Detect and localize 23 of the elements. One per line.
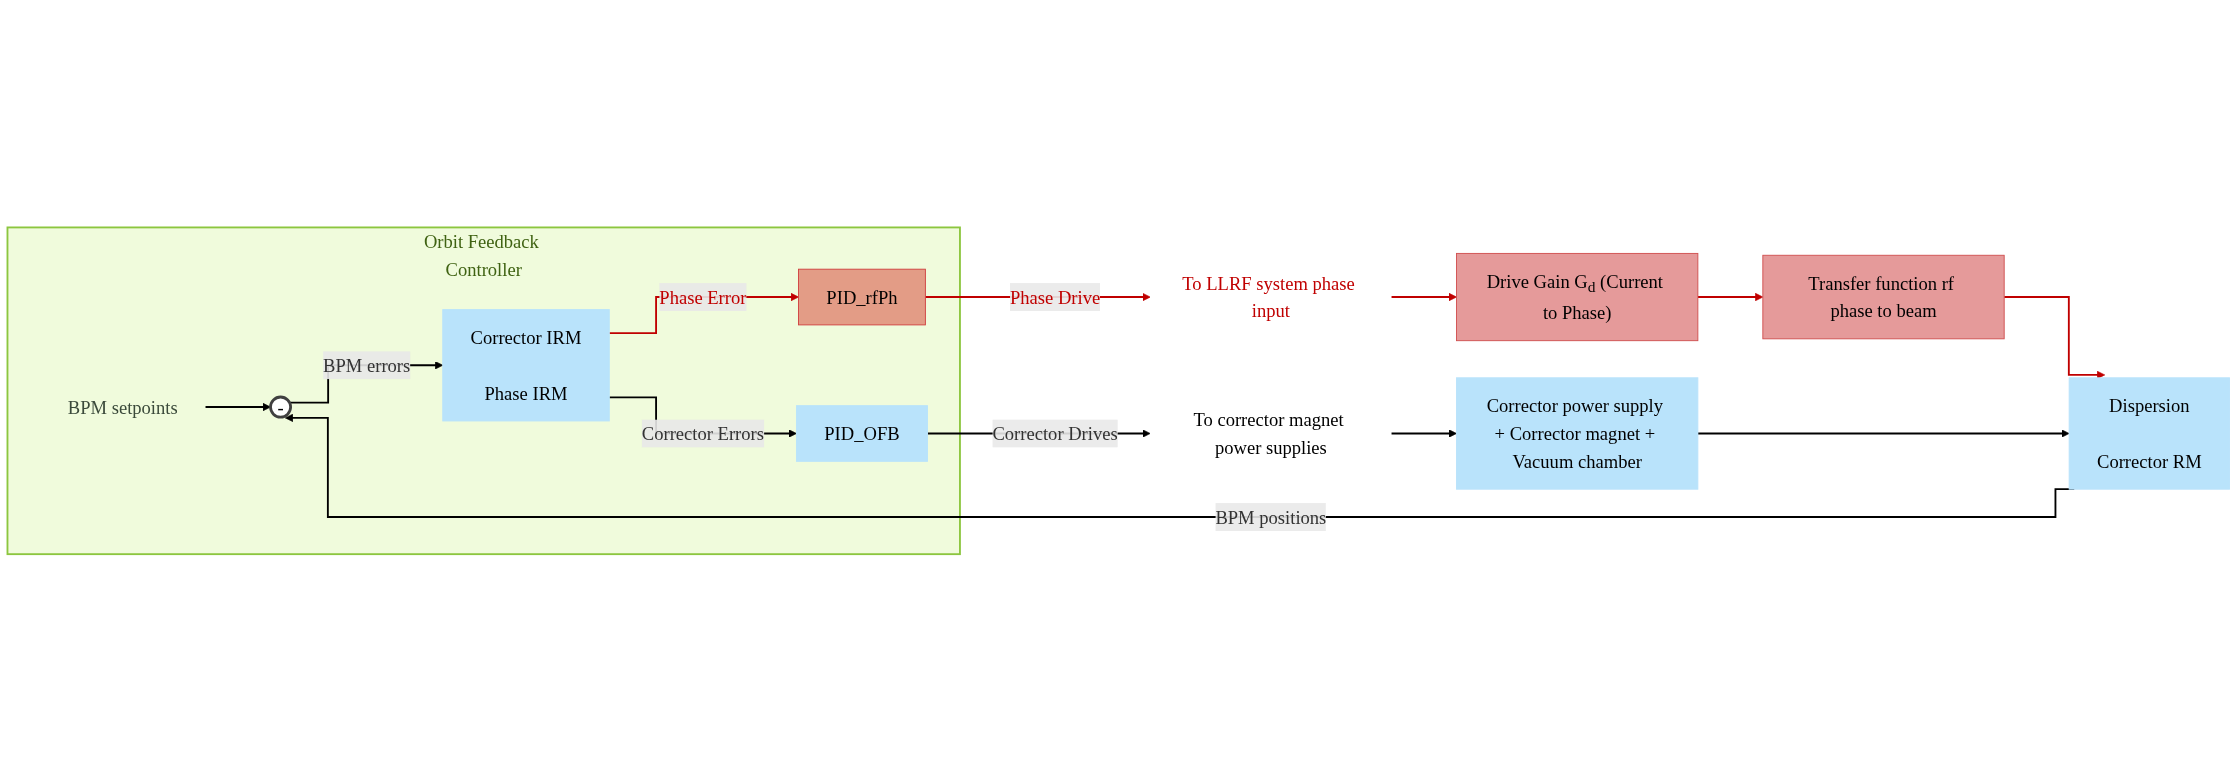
node-text: To LLRF system phase input — [1182, 273, 1355, 322]
node-box: PID_OFB — [796, 405, 928, 462]
edge-label: Phase Error — [659, 287, 747, 308]
arrow — [1390, 293, 1457, 302]
node-box: Drive Gain G$_{d}$ (Current to Phase) — [1456, 253, 1699, 342]
edge-label: BPM errors — [323, 355, 411, 376]
node-box: Dispersion Corrector RM — [2068, 377, 2230, 490]
node-text: BPM setpoints — [67, 397, 178, 418]
edge-label: Phase Drive — [1009, 287, 1101, 308]
arrow — [1696, 293, 1764, 302]
node-text: To corrector magnet power supplies — [1193, 409, 1344, 458]
arrow — [1390, 429, 1457, 438]
edge-label: BPM positions — [1215, 507, 1327, 528]
edge-label: Corrector Errors — [641, 423, 764, 444]
edge-label: Corrector Drives — [992, 423, 1118, 444]
arrow — [2003, 296, 2106, 380]
arrow — [204, 403, 271, 412]
node-box: Corrector power supply + Corrector magnet + Vacuum chamber — [1456, 377, 1699, 490]
node-box: Transfer function rf phase to beam — [1762, 255, 2005, 340]
arrow — [1696, 429, 2070, 438]
node-circle: - — [269, 395, 292, 419]
node-box: PID_rfPh — [798, 268, 926, 326]
node-box: Corrector IRM Phase IRM — [442, 309, 610, 422]
